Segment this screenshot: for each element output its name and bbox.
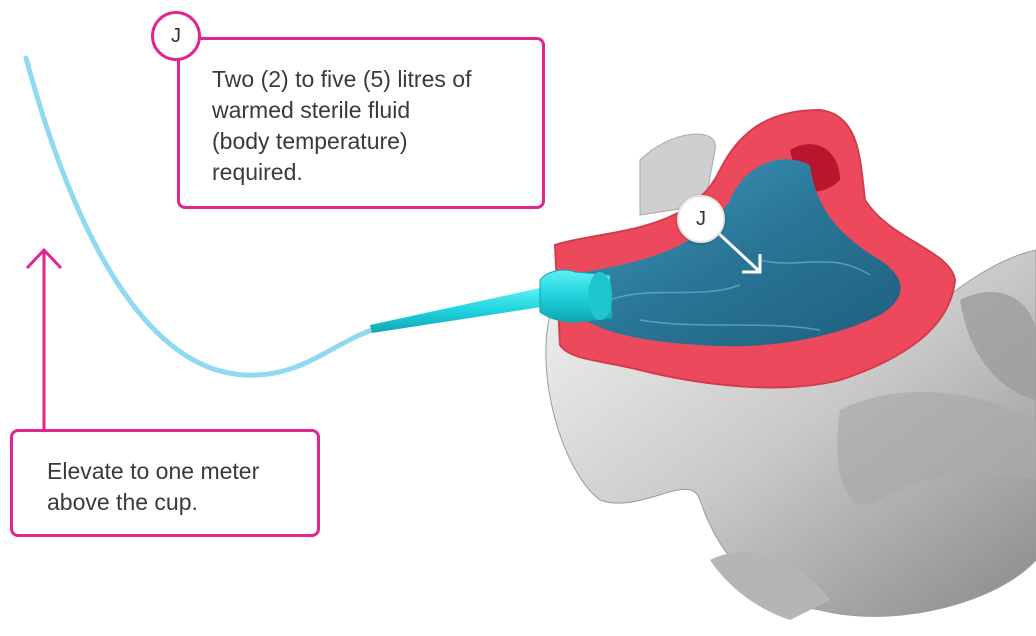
callout-line: warmed sterile fluid [212,95,522,126]
callout-line: (body temperature) [212,126,522,157]
elevation-arrow [27,250,61,432]
fluid-volume-callout: Two (2) to five (5) litres of warmed ste… [177,37,545,209]
elevation-callout: Elevate to one meter above the cup. [10,429,320,537]
callout-badge-j: J [151,11,201,61]
callout-line: required. [212,157,522,188]
bowl-marker-badge-j: J [677,195,725,243]
callout-line: above the cup. [47,487,297,518]
callout-line: Two (2) to five (5) litres of [212,64,522,95]
callout-line: Elevate to one meter [47,456,297,487]
